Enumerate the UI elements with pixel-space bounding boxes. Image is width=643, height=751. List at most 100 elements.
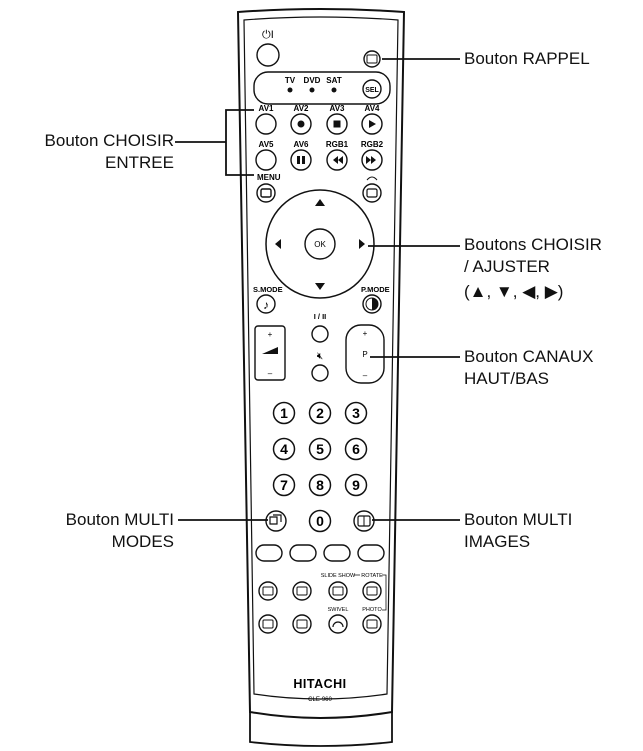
digit-3-button[interactable] [344, 401, 368, 425]
left-arrow-icon[interactable] [275, 239, 281, 249]
channel-rocker[interactable] [345, 324, 385, 384]
swivel-button[interactable] [328, 614, 348, 634]
digit-9-button[interactable] [344, 473, 368, 497]
volume-minus-label: – [268, 369, 273, 378]
ok-label: OK [314, 240, 326, 249]
remote-body [236, 8, 406, 719]
channel-minus-label: – [363, 371, 368, 380]
photo-button[interactable] [362, 614, 382, 634]
play-icon [369, 120, 376, 128]
up-arrow-icon[interactable] [315, 199, 325, 206]
digit-5-label: 5 [316, 441, 324, 457]
input-label-av3: AV3 [330, 104, 346, 113]
menu-icon [260, 188, 272, 198]
red-button[interactable] [255, 544, 283, 562]
digit-0-button[interactable] [308, 509, 332, 533]
digit-6-button[interactable] [344, 437, 368, 461]
swivel-label: SWIVEL [328, 607, 349, 613]
menu-label: MENU [257, 173, 281, 182]
input-label-av5: AV5 [259, 140, 275, 149]
model-number: CLE-960 [308, 697, 332, 703]
teletext-mix-button[interactable] [292, 581, 312, 601]
pause-icon [297, 156, 300, 164]
slideshow-icon [332, 586, 344, 596]
teletext-index-icon [262, 619, 274, 629]
down-arrow-icon[interactable] [315, 283, 325, 290]
digit-4-button[interactable] [272, 437, 296, 461]
input-label-av4: AV4 [365, 104, 381, 113]
callout-multi-images-line1: Bouton MULTI [464, 510, 573, 529]
sel-label: SEL [365, 87, 379, 94]
mono-stereo-label: Ι / ΙΙ [314, 312, 327, 321]
digit-1-button[interactable] [272, 401, 296, 425]
power-label: ⏻I [262, 29, 274, 41]
callout-choisir-ajuster-line2: / AJUSTER [464, 257, 550, 276]
sel-button[interactable] [362, 79, 382, 99]
source-label-dvd: DVD [304, 76, 321, 85]
rotate-label: ROTATE [361, 573, 383, 579]
input-label-rgb1: RGB1 [326, 140, 349, 149]
digit-8-label: 8 [316, 477, 324, 493]
multi-modes-icon [269, 514, 282, 525]
rotate-icon [366, 586, 378, 596]
dvd-indicator [309, 87, 315, 93]
teletext-index-button[interactable] [258, 614, 278, 634]
power-button[interactable] [256, 43, 280, 67]
tv-indicator [287, 87, 293, 93]
av1-button[interactable] [255, 113, 277, 135]
menu-button[interactable] [256, 183, 276, 203]
channel-plus-label: + [363, 329, 368, 338]
digit-5-button[interactable] [308, 437, 332, 461]
input-label-rgb2: RGB2 [361, 140, 384, 149]
photo-label: PHOTO [362, 607, 382, 613]
digit-8-button[interactable] [308, 473, 332, 497]
digit-0-label: 0 [316, 513, 324, 529]
mono-stereo-button[interactable] [311, 325, 329, 343]
fast-forward-icon [366, 156, 376, 164]
teletext-button[interactable] [258, 581, 278, 601]
right-arrow-icon[interactable] [359, 239, 365, 249]
recall-icon [366, 54, 378, 64]
callout-choisir-entree: Bouton CHOISIR ENTREE [4, 130, 174, 174]
callout-choisir-entree-line1: Bouton CHOISIR [44, 131, 174, 150]
sat-indicator [331, 87, 337, 93]
recall-button[interactable] [363, 50, 381, 68]
av6-button[interactable] [290, 149, 312, 171]
input-label-av6: AV6 [294, 140, 310, 149]
swivel-icon [332, 621, 344, 628]
input-label-av1: AV1 [259, 104, 275, 113]
teletext-icon [262, 586, 274, 596]
source-label-sat: SAT [326, 76, 342, 85]
av5-button[interactable] [255, 149, 277, 171]
mute-button[interactable] [311, 364, 329, 382]
digit-2-label: 2 [316, 405, 324, 421]
channel-p-label: P [362, 350, 367, 359]
digit-2-button[interactable] [308, 401, 332, 425]
digit-9-label: 9 [352, 477, 360, 493]
contrast-icon [372, 298, 378, 310]
remote-bottom-cap [249, 712, 393, 747]
rotate-button[interactable] [362, 581, 382, 601]
callout-multi-modes: Bouton MULTI MODES [4, 509, 174, 553]
source-panel [253, 71, 391, 105]
pmode-label: P.MODE [361, 285, 390, 294]
teletext-size-button[interactable] [292, 614, 312, 634]
return-button[interactable] [362, 183, 382, 203]
digit-3-label: 3 [352, 405, 360, 421]
return-icon [366, 188, 378, 198]
digit-1-label: 1 [280, 405, 288, 421]
multi-modes-button[interactable] [265, 510, 287, 532]
photo-bracket [354, 574, 387, 611]
volume-plus-label: + [268, 330, 273, 339]
slideshow-label: SLIDE SHOW [321, 573, 356, 579]
yellow-button[interactable] [323, 544, 351, 562]
digit-7-button[interactable] [272, 473, 296, 497]
smode-label: S.MODE [253, 285, 283, 294]
ok-button[interactable] [304, 228, 336, 260]
green-button[interactable] [289, 544, 317, 562]
rewind-icon [333, 156, 343, 164]
slideshow-button[interactable] [328, 581, 348, 601]
smode-button[interactable] [256, 294, 276, 314]
callout-canaux-line1: Bouton CANAUX [464, 347, 594, 366]
blue-button[interactable] [357, 544, 385, 562]
